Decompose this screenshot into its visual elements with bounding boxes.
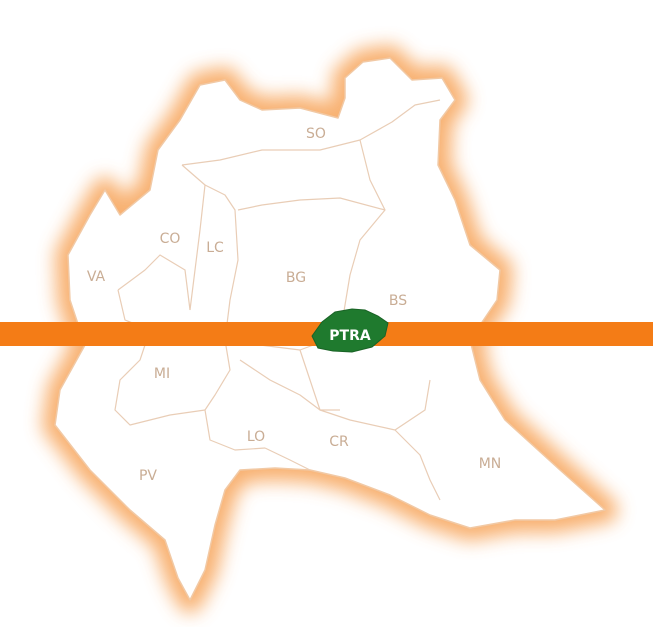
- province-label-bg: BG: [286, 270, 306, 286]
- province-label-lc: LC: [206, 240, 224, 256]
- ptra-label: PTRA: [329, 328, 371, 344]
- province-labels: SO CO LC VA BG BS MI LO CR PV MN: [87, 126, 501, 484]
- ptra-area[interactable]: [311, 308, 389, 353]
- province-label-pv: PV: [139, 468, 157, 484]
- province-label-co: CO: [160, 231, 181, 247]
- province-label-va: VA: [87, 269, 106, 285]
- province-label-mi: MI: [154, 366, 170, 382]
- province-label-lo: LO: [247, 429, 265, 445]
- province-label-so: SO: [306, 126, 326, 142]
- province-label-bs: BS: [389, 293, 407, 309]
- province-label-cr: CR: [329, 434, 349, 450]
- province-label-mn: MN: [479, 456, 502, 472]
